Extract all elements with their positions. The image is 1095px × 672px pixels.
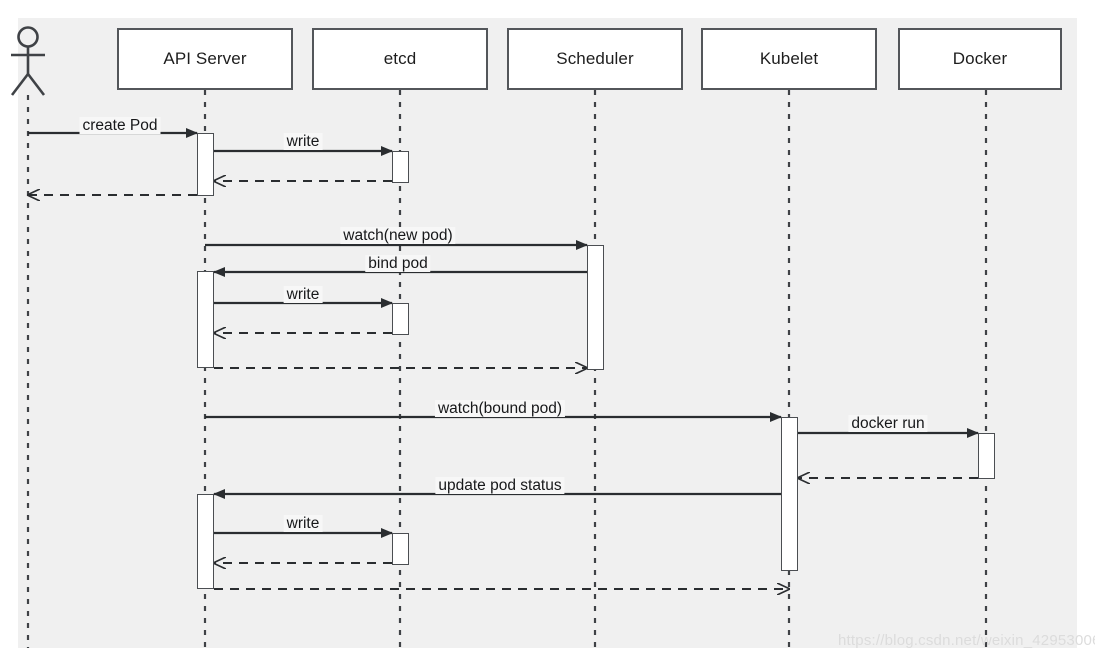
participant-box-docker[interactable]: Docker [898,28,1062,90]
message-label-docker-run: docker run [848,415,928,432]
participant-box-kubelet[interactable]: Kubelet [701,28,877,90]
participant-box-api-server[interactable]: API Server [117,28,293,90]
diagram-canvas [18,18,1077,648]
participant-label-docker: Docker [952,49,1008,68]
watermark-text: https://blog.csdn.net/weixin_42953006 [838,632,1095,649]
kubelet-activation-1[interactable] [781,417,798,571]
participant-box-etcd[interactable]: etcd [312,28,488,90]
participant-label-kubelet: Kubelet [759,49,819,68]
participant-label-etcd: etcd [383,49,417,68]
message-label-write-1: write [283,133,323,150]
message-label-write-3: write [283,515,323,532]
etcd-activation-1[interactable] [392,151,409,183]
actor-stick-figure [10,26,46,96]
participant-label-api-server: API Server [163,49,247,68]
api-server-activation-1[interactable] [197,133,214,196]
message-label-watch-bound-pod: watch(bound pod) [434,400,566,417]
message-label-update-pod-status: update pod status [435,477,565,494]
docker-activation-1[interactable] [978,433,995,479]
etcd-activation-2[interactable] [392,303,409,335]
api-server-activation-2[interactable] [197,271,214,368]
participant-label-scheduler: Scheduler [556,49,634,68]
message-group [28,128,979,589]
api-server-activation-3[interactable] [197,494,214,589]
scheduler-activation-1[interactable] [587,245,604,370]
message-label-watch-new-pod: watch(new pod) [340,227,456,244]
participant-box-scheduler[interactable]: Scheduler [507,28,683,90]
etcd-activation-3[interactable] [392,533,409,565]
message-label-write-2: write [283,286,323,303]
message-label-bind-pod: bind pod [365,255,431,272]
message-label-create-pod: create Pod [79,117,161,134]
